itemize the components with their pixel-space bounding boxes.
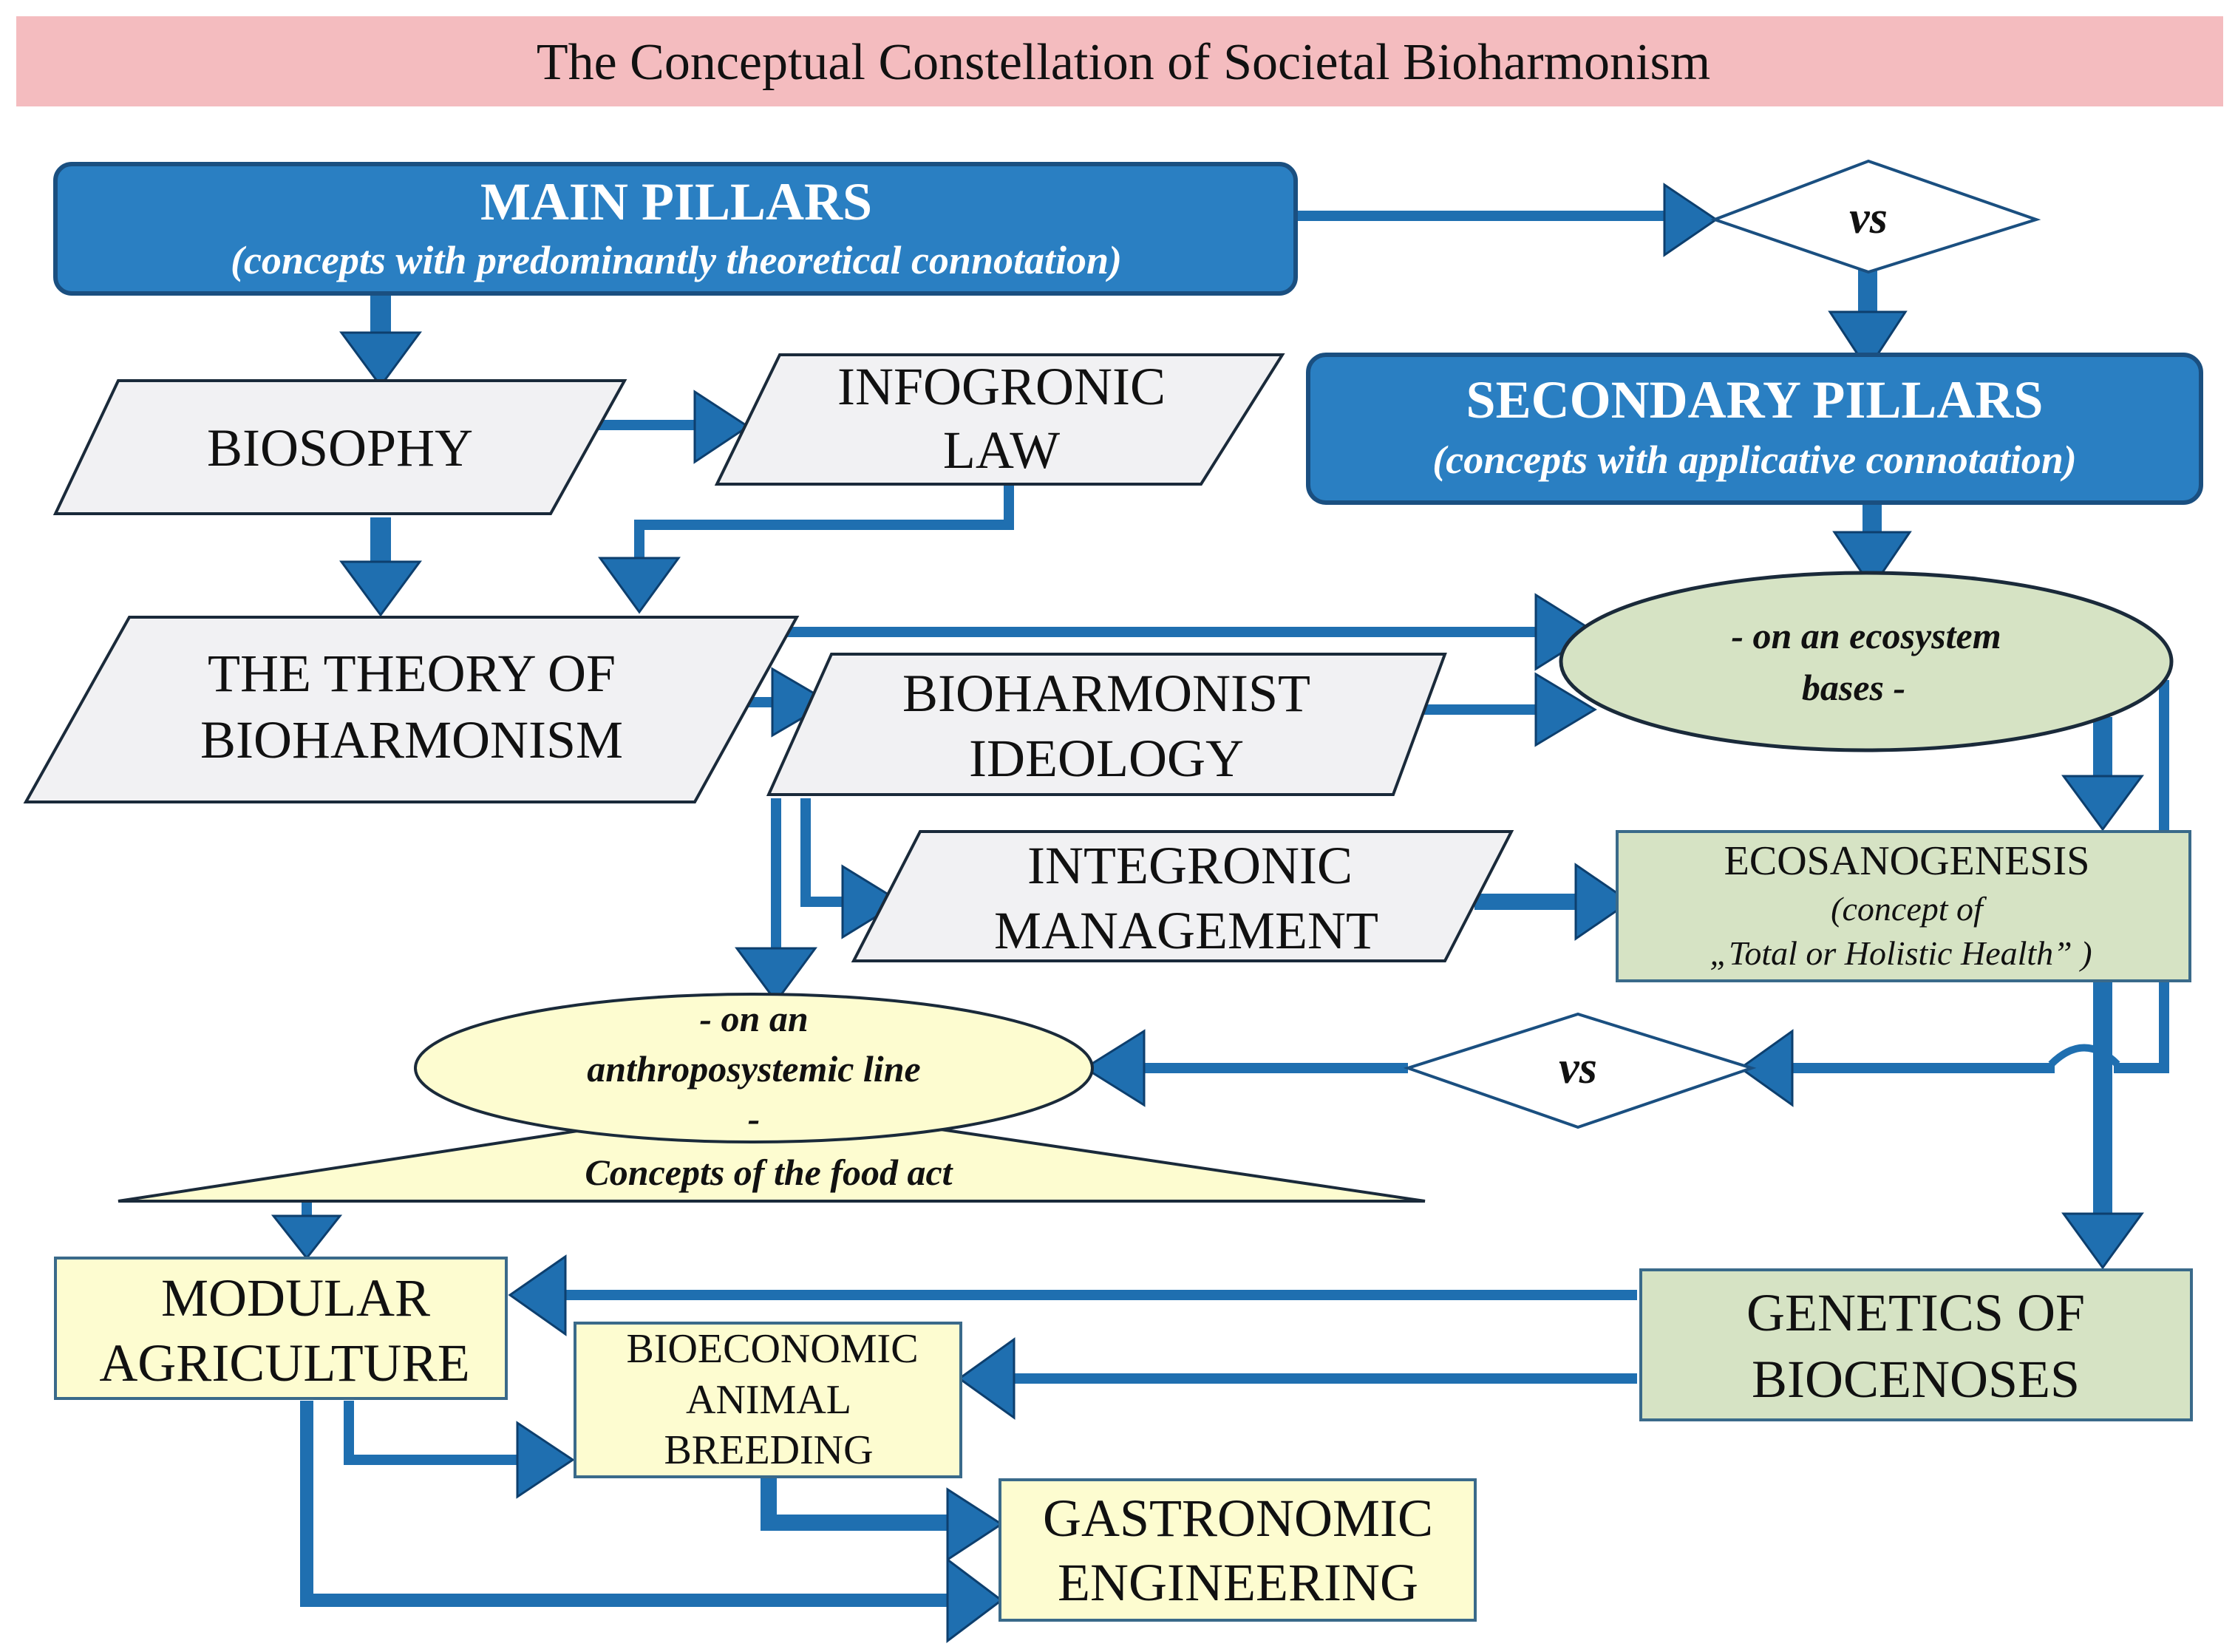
anthropo-line1: - on an — [699, 998, 808, 1039]
title-band — [16, 16, 2223, 106]
anthropo-line4: Concepts of the food act — [585, 1152, 953, 1193]
ideology-label-line2: IDEOLOGY — [969, 729, 1244, 788]
ecosanogenesis-line1: (concept of — [1831, 890, 1987, 928]
infogronic-label-line1: INFOGRONIC — [837, 357, 1166, 416]
vs-top-label: vs — [1849, 193, 1888, 243]
anthropo-line3: - — [748, 1098, 761, 1139]
bioeconomic-line2: ANIMAL — [686, 1377, 851, 1423]
main-pillars-subheading: (concepts with predominantly theoretical… — [231, 238, 1122, 282]
secondary-pillars-heading: SECONDARY PILLARS — [1466, 370, 2044, 429]
modular-agriculture-box: MODULAR AGRICULTURE — [54, 1257, 508, 1400]
ideology-shape: BIOHARMONIST IDEOLOGY — [766, 653, 1447, 796]
biosophy-label: BIOSOPHY — [207, 418, 473, 477]
ecosanogenesis-heading: ECOSANOGENESIS — [1724, 838, 2090, 884]
bioeconomic-line1: BIOECONOMIC — [626, 1326, 918, 1372]
diagram-title: The Conceptual Constellation of Societal… — [537, 34, 1710, 91]
ecosystem-label-line1: - on an ecosystem — [1731, 615, 2001, 656]
anthroposystemic-ellipse — [414, 993, 1094, 1143]
ecosanogenesis-box: ECOSANOGENESIS (concept of „Total or Hol… — [1616, 830, 2191, 982]
anthropo-line2: anthroposystemic line — [587, 1048, 920, 1090]
ecosanogenesis-line2: „Total or Holistic Health” ) — [1710, 934, 2092, 972]
connector-lines — [300, 211, 2169, 1607]
theory-label-line2: BIOHARMONISM — [200, 710, 623, 769]
vs-middle-label: vs — [1559, 1043, 1597, 1093]
gastronomic-box: GASTRONOMIC ENGINEERING — [999, 1478, 1477, 1622]
theory-shape: THE THEORY OF BIOHARMONISM — [23, 616, 800, 803]
genetics-box: GENETICS OF BIOCENOSES — [1639, 1268, 2193, 1421]
integronic-shape: INTEGRONIC MANAGEMENT — [851, 830, 1514, 962]
main-pillars-heading: MAIN PILLARS — [480, 172, 872, 231]
modular-label-line2: AGRICULTURE — [99, 1333, 469, 1393]
genetics-line1: GENETICS OF — [1746, 1283, 2085, 1342]
integronic-label-line2: MANAGEMENT — [994, 901, 1378, 960]
secondary-pillars-subheading: (concepts with applicative connotation) — [1432, 438, 2076, 482]
genetics-line2: BIOCENOSES — [1752, 1350, 2080, 1409]
secondary-pillars-box: SECONDARY PILLARS (concepts with applica… — [1306, 353, 2203, 505]
biosophy-shape: BIOSOPHY — [52, 379, 627, 515]
vs-diamond-top: vs — [1710, 159, 2041, 274]
ecosystem-ellipse: - on an ecosystem bases - — [1559, 571, 2174, 752]
infogronic-label-line2: LAW — [943, 421, 1060, 480]
anthroposystemic-triangle — [118, 1101, 1426, 1203]
anthroposystemic-group: - on an anthroposystemic line - Concepts… — [118, 993, 1426, 1203]
vs-diamond-middle: vs — [1403, 1012, 1757, 1129]
ecosystem-label-line2: bases - — [1802, 667, 1905, 708]
bioeconomic-box: BIOECONOMIC ANIMAL BREEDING — [574, 1322, 962, 1478]
arrow-heads — [271, 183, 2144, 1644]
gastronomic-line1: GASTRONOMIC — [1043, 1489, 1433, 1548]
bioeconomic-line3: BREEDING — [664, 1427, 873, 1473]
gastronomic-line2: ENGINEERING — [1058, 1553, 1418, 1612]
integronic-label-line1: INTEGRONIC — [1027, 836, 1353, 895]
infogronic-law-shape: INFOGRONIC LAW — [714, 353, 1285, 486]
main-pillars-box: MAIN PILLARS (concepts with predominantl… — [53, 162, 1298, 296]
theory-label-line1: THE THEORY OF — [208, 644, 616, 703]
modular-label-line1: MODULAR — [161, 1268, 430, 1328]
ideology-label-line1: BIOHARMONIST — [902, 664, 1310, 723]
